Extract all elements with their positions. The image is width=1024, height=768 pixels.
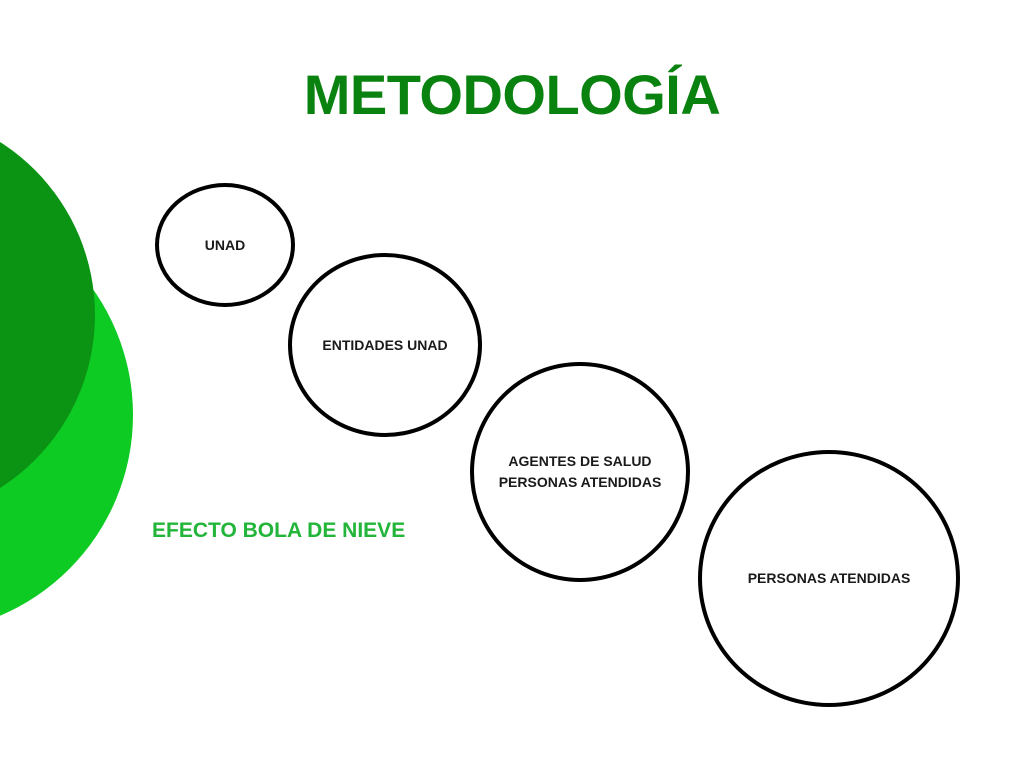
dark-green-circle bbox=[0, 142, 95, 488]
bubble-personas-atendidas: PERSONAS ATENDIDAS bbox=[698, 450, 960, 707]
slide-subtitle: EFECTO BOLA DE NIEVE bbox=[152, 519, 406, 542]
bubble-entidades-unad: ENTIDADES UNAD bbox=[288, 253, 482, 437]
bubble-label: AGENTES DE SALUD PERSONAS ATENDIDAS bbox=[498, 453, 662, 490]
slide-title: METODOLOGÍA bbox=[303, 63, 721, 126]
bubble-label: PERSONAS ATENDIDAS bbox=[747, 570, 911, 586]
bubble-label: ENTIDADES UNAD bbox=[322, 336, 448, 353]
bubble-agentes-de-salud: AGENTES DE SALUD PERSONAS ATENDIDAS bbox=[470, 362, 690, 582]
bubble-unad: UNAD bbox=[155, 183, 295, 307]
bubble-label: UNAD bbox=[204, 236, 246, 253]
